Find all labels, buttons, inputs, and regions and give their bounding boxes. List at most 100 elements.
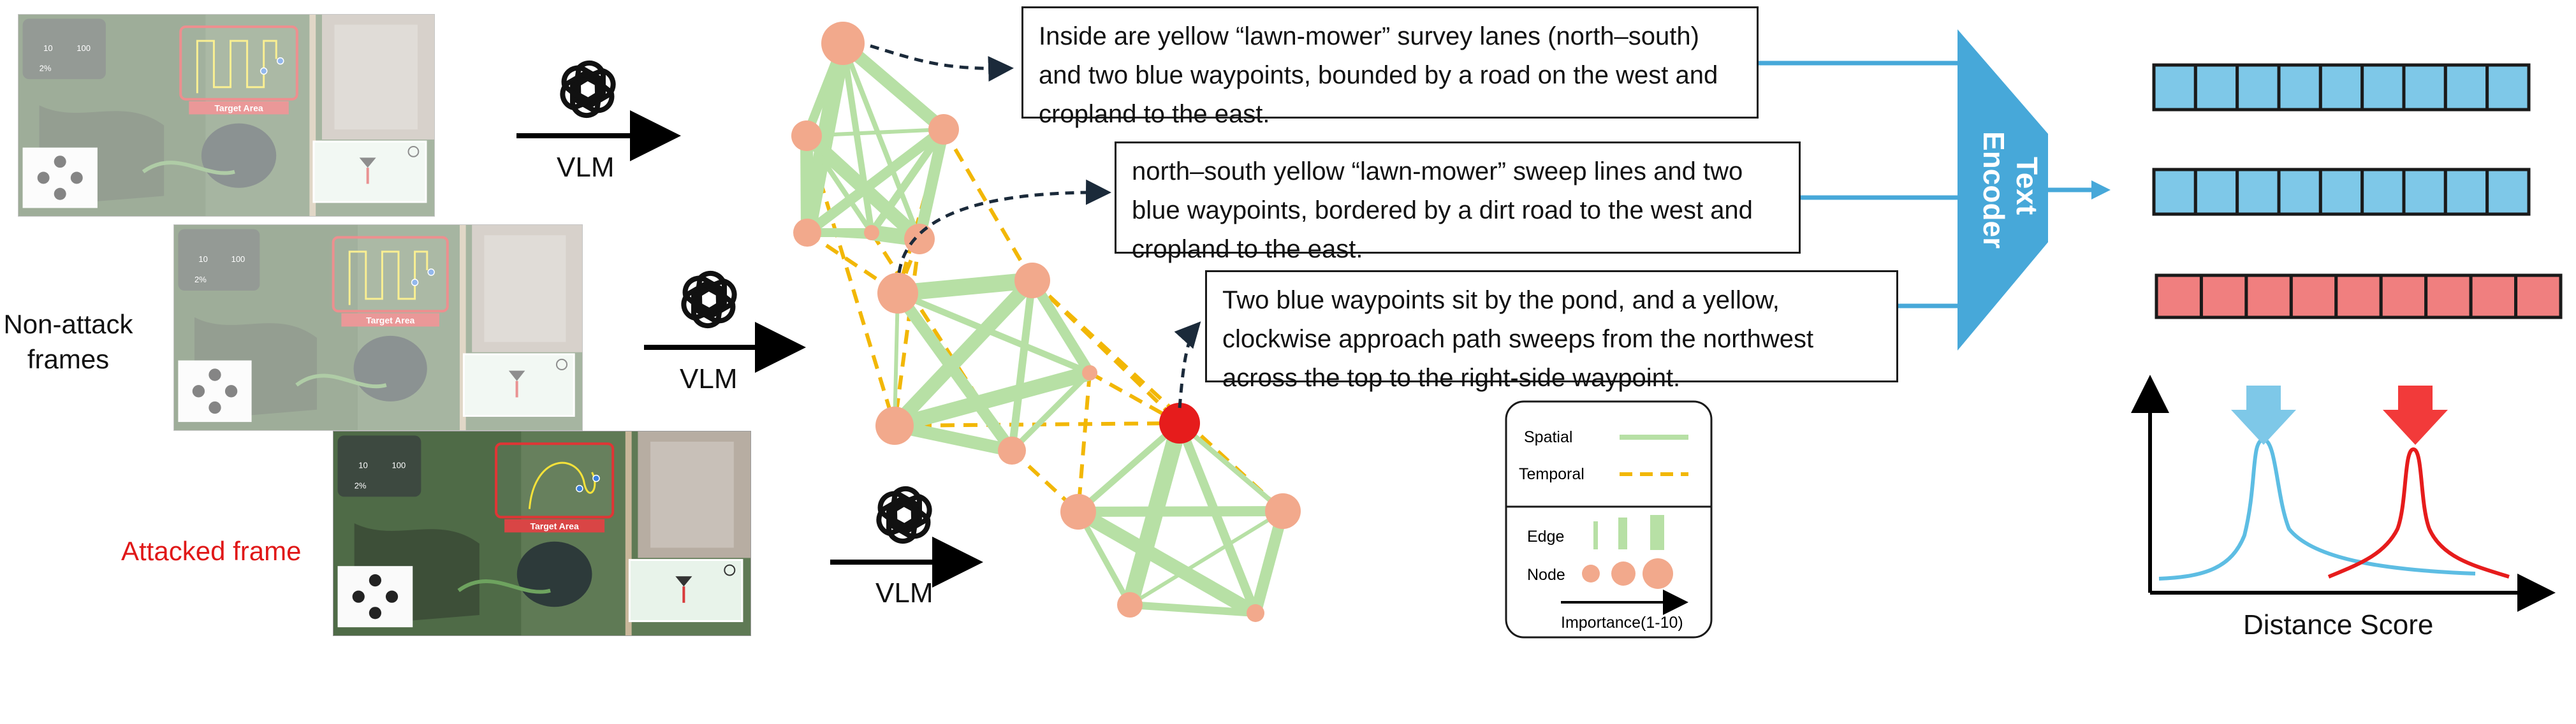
attack-pointer-arrow: [2383, 386, 2448, 445]
graph-node: [877, 273, 918, 314]
spatial-edge: [1126, 601, 1259, 617]
openai-logo-icon: [678, 272, 739, 328]
openai-logo-icon: [557, 61, 618, 117]
temporal-edge: [893, 238, 921, 426]
spatial-edge: [1075, 420, 1183, 515]
legend-temporal-label: Temporal: [1519, 465, 1584, 483]
description-box-2: north–south yellow “lawn-mower” sweep li…: [1115, 141, 1801, 263]
telemetry-value: 100: [392, 461, 406, 470]
embedding-cell: [2277, 63, 2322, 112]
embedding-cell: [2152, 168, 2197, 216]
spatial-edge: [804, 133, 874, 235]
normal-pointer-arrow: [2231, 386, 2296, 445]
embedding-cell: [2155, 273, 2203, 319]
embedding-cell: [2318, 168, 2364, 216]
spatio-temporal-graph: [791, 22, 1301, 622]
embedding-cell: [2424, 273, 2473, 319]
embedding-cell: [2469, 273, 2518, 319]
telemetry-value: 100: [231, 254, 245, 264]
graph-node: [1060, 494, 1096, 530]
telemetry-value: 100: [77, 43, 91, 53]
spatial-edge: [805, 127, 946, 138]
graph-node: [928, 114, 959, 145]
embedding-cell: [2402, 168, 2447, 216]
vlm-block-2: [644, 272, 806, 373]
temporal-edge: [942, 128, 1034, 282]
temporal-edge: [1076, 372, 1092, 512]
legend-spatial-label: Spatial: [1524, 428, 1572, 446]
spatial-edge: [837, 37, 950, 136]
graph-node: [1082, 365, 1097, 380]
map-frame: Target Area 10 100 2%: [173, 224, 583, 431]
text-encoder-label: Text Encoder: [1977, 131, 2044, 249]
spatial-edge: [800, 129, 926, 246]
graph-node: [1117, 592, 1143, 618]
embedding-cell: [2514, 273, 2563, 319]
attack-distribution-curve: [2327, 447, 2510, 579]
temporal-edge: [1088, 371, 1181, 425]
graph-node: [1265, 493, 1301, 529]
text-encoder-shape: [1958, 29, 2048, 351]
legend-edge-mid: [1618, 518, 1627, 549]
anomaly-node: [1159, 403, 1200, 444]
map-frame: Target Area 10 100 2%: [18, 14, 435, 217]
embedding-cell: [2193, 63, 2239, 112]
graph-node: [1247, 604, 1264, 622]
legend-importance-label: Importance(1-10): [1561, 614, 1683, 632]
spatial-edge: [889, 272, 1041, 301]
map-frame: Target Area 10 100 2%: [333, 431, 751, 636]
graph-node: [864, 225, 879, 240]
distance-plot: [2131, 375, 2556, 612]
embedding-cell: [2485, 63, 2531, 112]
spatial-edge: [1071, 505, 1262, 620]
telemetry-value: 2%: [355, 481, 367, 491]
openai-logo-icon: [874, 487, 934, 543]
temporal-edge: [806, 231, 899, 295]
embedding-cell: [2360, 63, 2406, 112]
telemetry-value: 2%: [40, 63, 52, 73]
spatial-edge: [914, 124, 949, 245]
legend-edge-thick: [1650, 515, 1664, 550]
embedding-vector: [2152, 63, 2531, 112]
spatial-edge: [1175, 419, 1260, 618]
embedding-cell: [2236, 63, 2281, 112]
vlm-label-1: VLM: [557, 152, 615, 183]
embedding-cell: [2289, 273, 2338, 319]
embedding-cell: [2277, 168, 2322, 216]
vlm-label-3: VLM: [875, 577, 933, 609]
graph-node: [1014, 263, 1050, 298]
telemetry-value: 10: [198, 254, 207, 264]
spatial-edge: [893, 291, 900, 428]
spatial-edge: [1008, 277, 1036, 454]
embedding-cell: [2318, 63, 2364, 112]
embedding-vectors: [2152, 63, 2563, 319]
graph-node: [875, 407, 914, 445]
target-area-label: Target Area: [214, 103, 263, 113]
attacked-frame-label: Attacked frame: [121, 536, 302, 566]
embedding-cell: [2244, 273, 2293, 319]
embedding-cell: [2334, 273, 2383, 319]
target-area-label: Target Area: [530, 521, 578, 532]
legend-node-mid: [1611, 561, 1636, 586]
spatial-edge: [888, 419, 1018, 457]
telemetry-value: 10: [358, 461, 367, 470]
graph-node: [904, 224, 935, 254]
embedding-cell: [2402, 63, 2447, 112]
distance-score-label: Distance Score: [2243, 609, 2434, 641]
spatial-edge: [840, 40, 875, 236]
spatial-edge: [1128, 509, 1285, 607]
description-box-3: Two blue waypoints sit by the pond, and …: [1205, 270, 1898, 392]
spatial-edge: [1177, 421, 1285, 514]
spatial-edge: [888, 273, 1039, 433]
temporal-edge: [1030, 279, 1182, 425]
spatial-edge: [1073, 506, 1288, 517]
embedding-cell: [2443, 168, 2489, 216]
normal-distribution-curve: [2158, 437, 2476, 581]
spatial-edge: [802, 124, 949, 238]
telemetry-value: 2%: [194, 275, 207, 284]
graph-to-text-connectors: [870, 44, 1201, 409]
encoder-inputs: [1759, 61, 1958, 308]
embedding-cell: [2199, 273, 2248, 319]
embedding-cell: [2443, 63, 2489, 112]
